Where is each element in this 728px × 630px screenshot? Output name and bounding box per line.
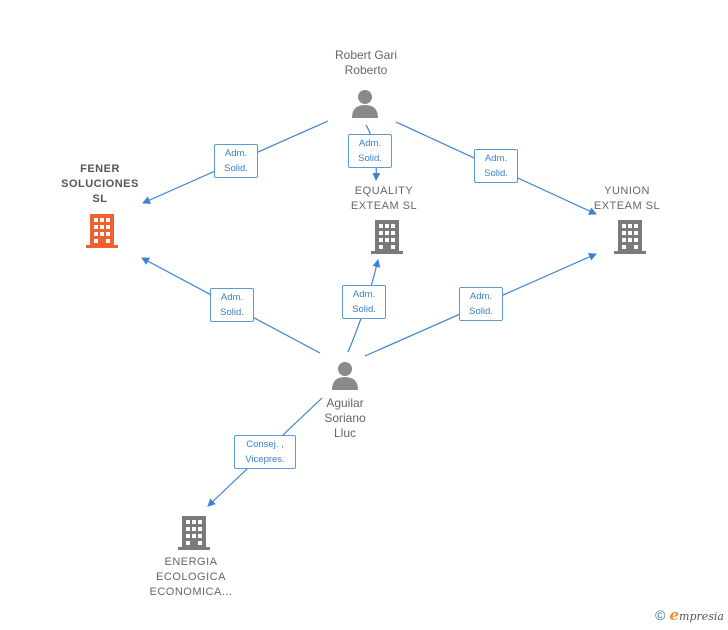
building-icon[interactable] [371,220,403,254]
edge-label-aguilar-yunion[interactable]: Adm. Solid. [459,287,503,321]
building-icon[interactable] [614,220,646,254]
building-icon[interactable] [86,214,118,248]
brand-logo[interactable]: empresia [669,606,724,624]
node-label-robert[interactable]: Robert Gari Roberto [334,48,398,77]
person-icon[interactable] [350,88,380,118]
edge-label-robert-equality[interactable]: Adm. Solid. [348,134,392,168]
edge-label-robert-yunion[interactable]: Adm. Solid. [474,149,518,183]
person-icon[interactable] [330,360,360,390]
footer-brand: © empresia [655,606,724,624]
node-label-energia[interactable]: ENERGIA ECOLOGICA ECONOMICA... [149,556,233,598]
edge-label-aguilar-fener[interactable]: Adm. Solid. [210,288,254,322]
edge-label-aguilar-energia[interactable]: Consej. , Vicepres. [234,435,296,469]
node-label-yunion[interactable]: YUNION EXTEAM SL [593,185,661,212]
node-label-fener[interactable]: FENER SOLUCIONES SL [61,163,139,205]
node-label-aguilar[interactable]: Aguilar Soriano Lluc [324,396,366,440]
edge-label-robert-fener[interactable]: Adm. Solid. [214,144,258,178]
edge-label-aguilar-equality[interactable]: Adm. Solid. [342,285,386,319]
node-label-equality[interactable]: EQUALITY EXTEAM SL [350,185,418,212]
building-icon[interactable] [178,516,210,550]
copyright-symbol: © [655,607,666,623]
